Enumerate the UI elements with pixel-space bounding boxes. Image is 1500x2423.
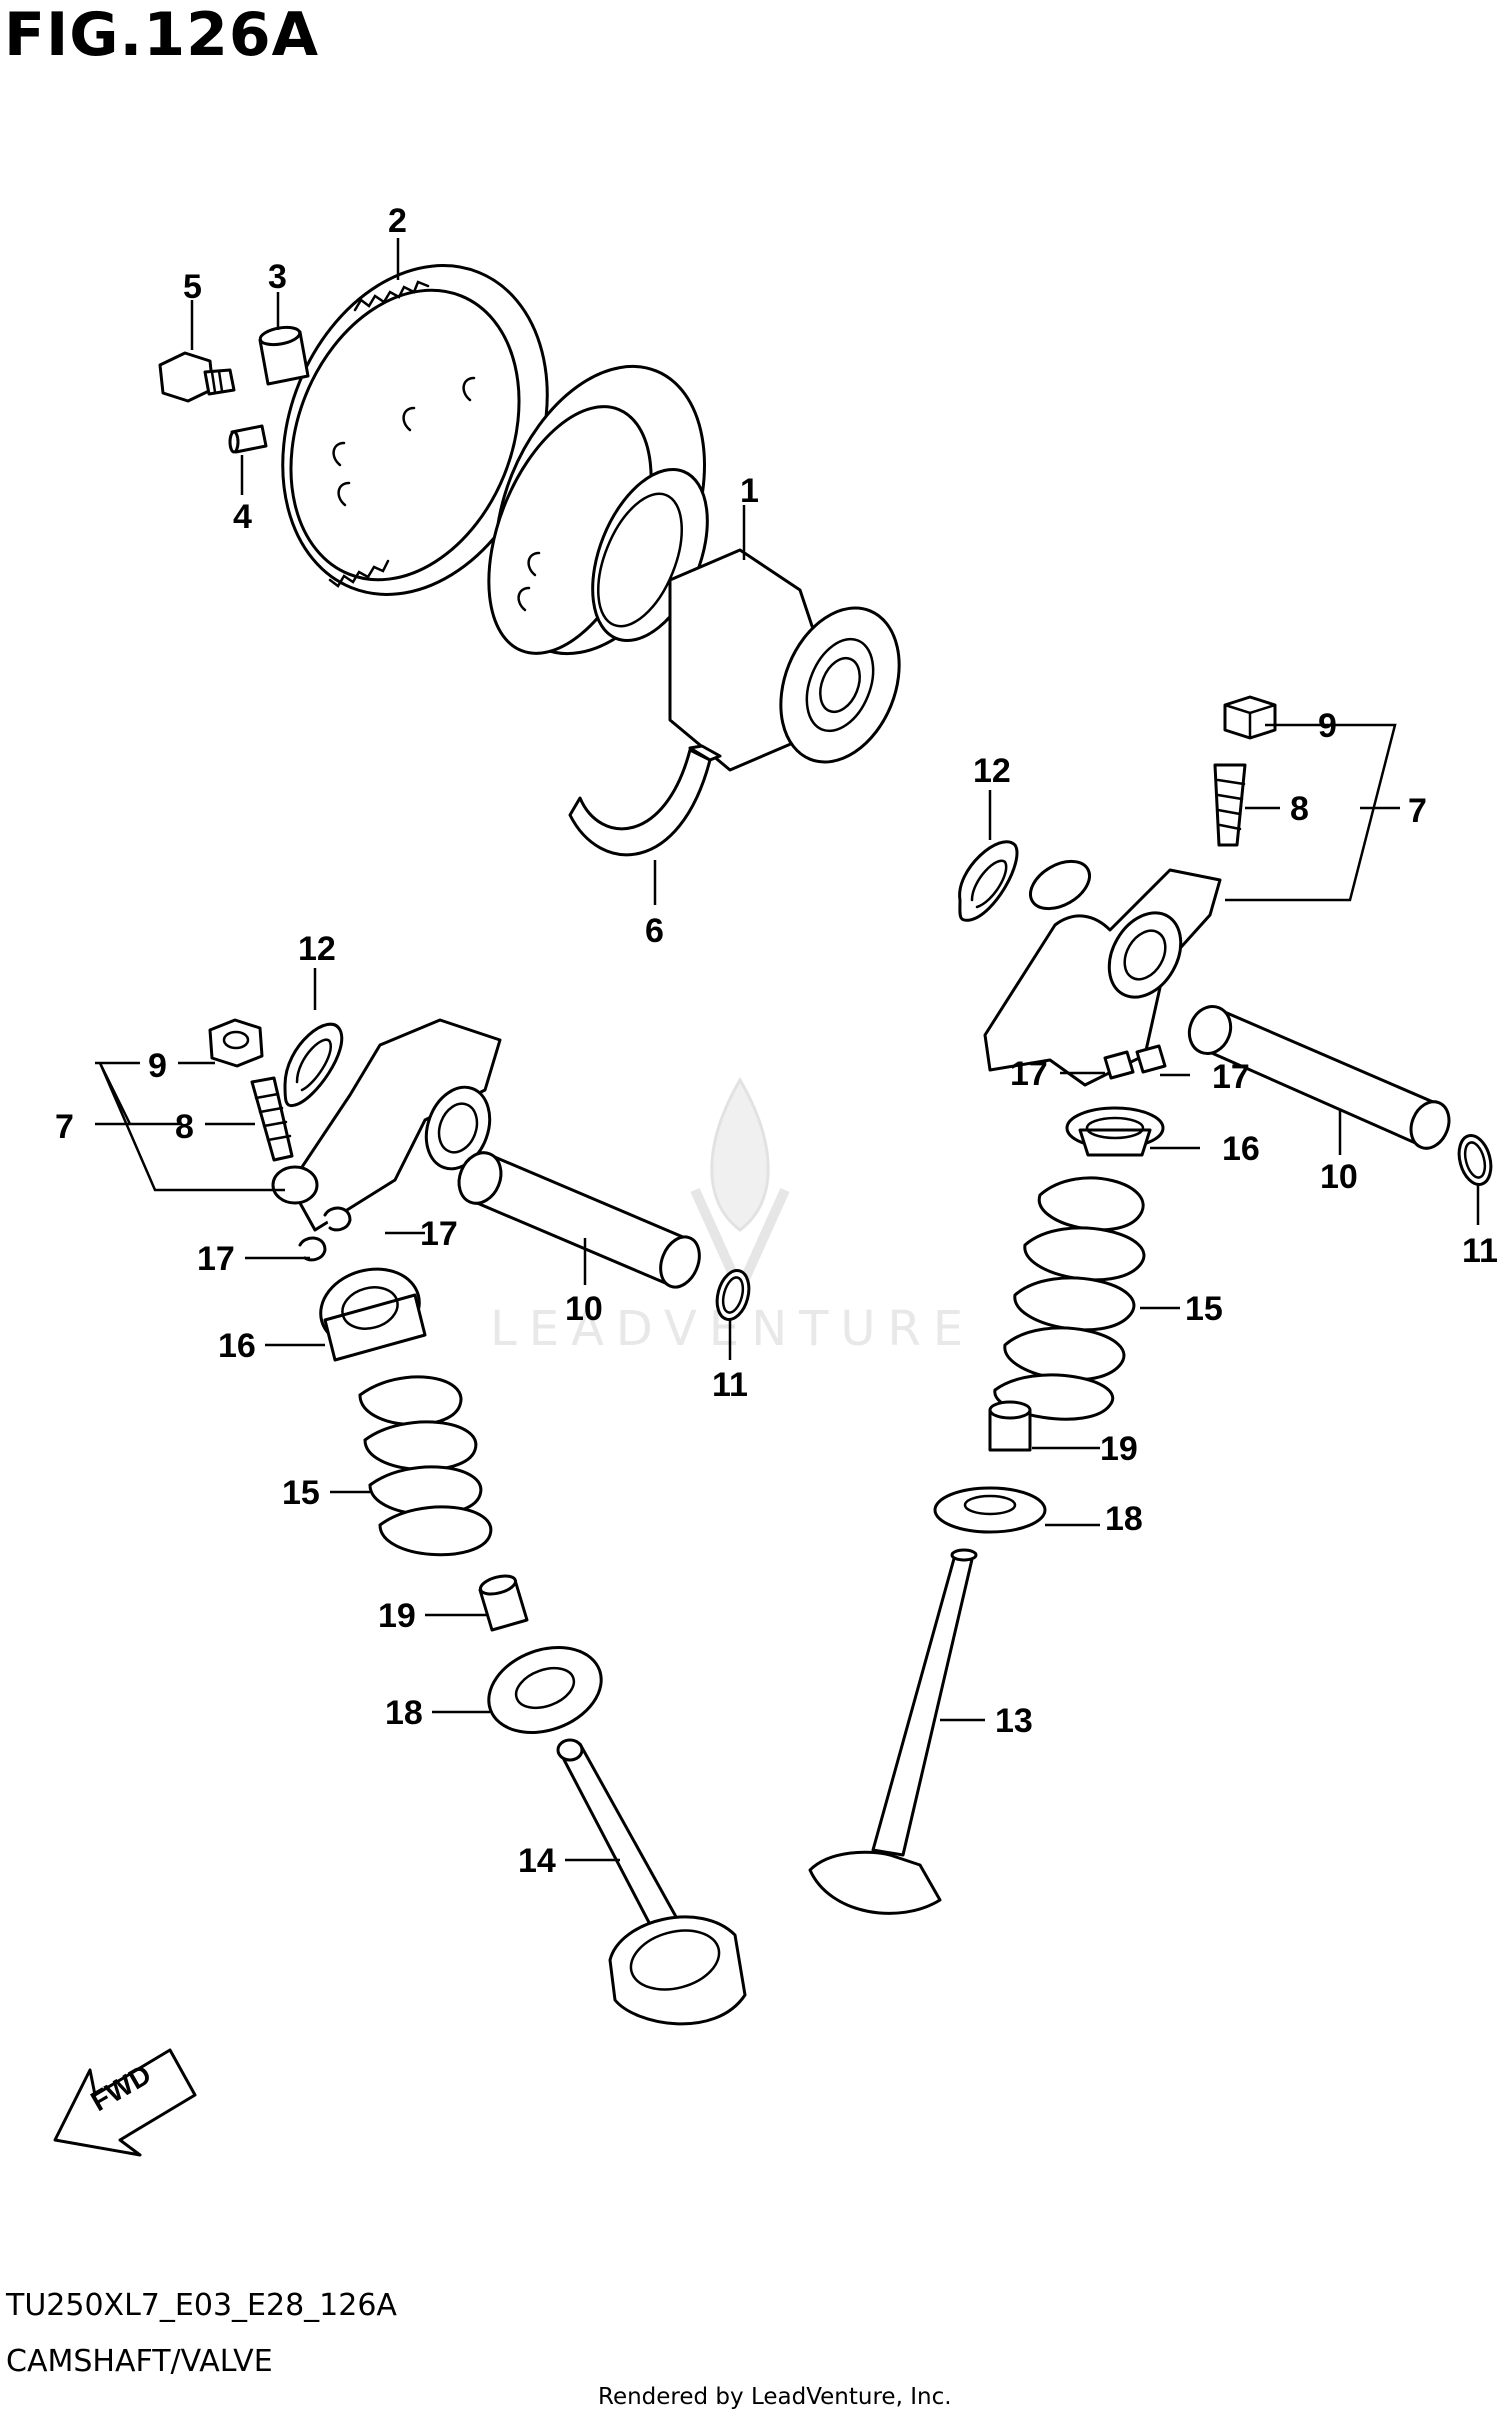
callout-19-left: 19 [378,1597,416,1635]
sprocket-bolt-5[interactable] [158,351,236,403]
figure-title: FIG.126A [4,0,320,70]
callout-2: 2 [388,202,407,240]
cam-sprocket[interactable] [235,226,594,635]
cotter-17-left[interactable] [298,1206,352,1262]
rendered-by-credit: Rendered by LeadVenture, Inc. [598,2384,952,2410]
callout-13: 13 [995,1702,1033,1740]
callout-1: 1 [740,472,759,510]
callout-9-left: 9 [148,1047,167,1085]
spring-seat-18-right[interactable] [933,1486,1047,1534]
spring-15-right[interactable] [993,1176,1146,1421]
rocker-shaft-10-left[interactable] [452,1146,707,1292]
valve-seal-19-left[interactable] [478,1573,529,1632]
fwd-arrow-icon: FWD [53,2048,197,2157]
callout-18-right: 18 [1105,1500,1143,1538]
rocker-arm-left[interactable] [271,1018,502,1232]
callout-8-right: 8 [1290,790,1309,828]
valve-14-intake[interactable] [556,1738,747,2026]
adjust-screw-8-right[interactable] [1213,763,1247,847]
adjust-screw-8-left[interactable] [250,1076,294,1162]
callout-16-right: 16 [1222,1130,1260,1168]
callout-18-left: 18 [385,1694,423,1732]
oring-11-right[interactable] [1454,1132,1496,1188]
callout-12-right: 12 [973,752,1011,790]
callout-15-left: 15 [282,1474,320,1512]
valve-13-exhaust[interactable] [808,1548,978,1915]
callout-19-right: 19 [1100,1430,1138,1468]
figure-code: TU250XL7_E03_E28_126A [6,2288,397,2323]
bearing-half-6[interactable] [568,744,722,857]
callout-3: 3 [268,258,287,296]
spring-15-left[interactable] [358,1375,493,1557]
callout-17-right-b: 17 [1212,1058,1250,1096]
callout-16-left: 16 [218,1327,256,1365]
callout-9-right: 9 [1318,707,1337,745]
rocker-arm-right[interactable] [983,852,1222,1087]
callout-11-left: 11 [712,1366,748,1404]
figure-name: CAMSHAFT/VALVE [6,2344,273,2379]
callout-10-left: 10 [565,1290,603,1328]
leader-lines [95,238,1480,1862]
callout-17-right-a: 17 [1010,1055,1048,1093]
callout-17-left-b: 17 [197,1240,235,1278]
callout-7-left: 7 [55,1108,74,1146]
callout-11-right: 11 [1462,1232,1498,1270]
callout-17-left-a: 17 [420,1215,458,1253]
callout-6: 6 [645,912,664,950]
callouts: 1 2 3 4 5 6 7 7 8 8 9 9 10 10 11 11 12 1… [55,202,1498,1880]
nut-9-right[interactable] [1223,695,1277,740]
callout-4: 4 [233,498,252,536]
cotter-17-right[interactable] [1103,1044,1167,1080]
retainer-16-left[interactable] [312,1258,428,1362]
oring-12-left[interactable] [283,1022,344,1108]
callout-7-right: 7 [1408,792,1427,830]
oring-11-left[interactable] [712,1267,754,1323]
callout-5: 5 [183,268,202,306]
rocker-shaft-10-right[interactable] [1182,1000,1455,1154]
valve-seal-19-right[interactable] [988,1400,1032,1452]
callout-10-right: 10 [1320,1158,1358,1196]
callout-14: 14 [518,1842,556,1880]
retainer-16-right[interactable] [1065,1106,1165,1157]
camshaft[interactable] [456,335,921,779]
nut-9-left[interactable] [208,1018,264,1068]
sprocket-pin-3[interactable] [258,325,310,386]
dowel-pin-4[interactable] [228,424,268,454]
oring-12-right[interactable] [958,840,1019,922]
callout-12-left: 12 [298,930,336,968]
spring-seat-18-left[interactable] [477,1633,613,1748]
callout-15-right: 15 [1185,1290,1223,1328]
callout-8-left: 8 [175,1108,194,1146]
